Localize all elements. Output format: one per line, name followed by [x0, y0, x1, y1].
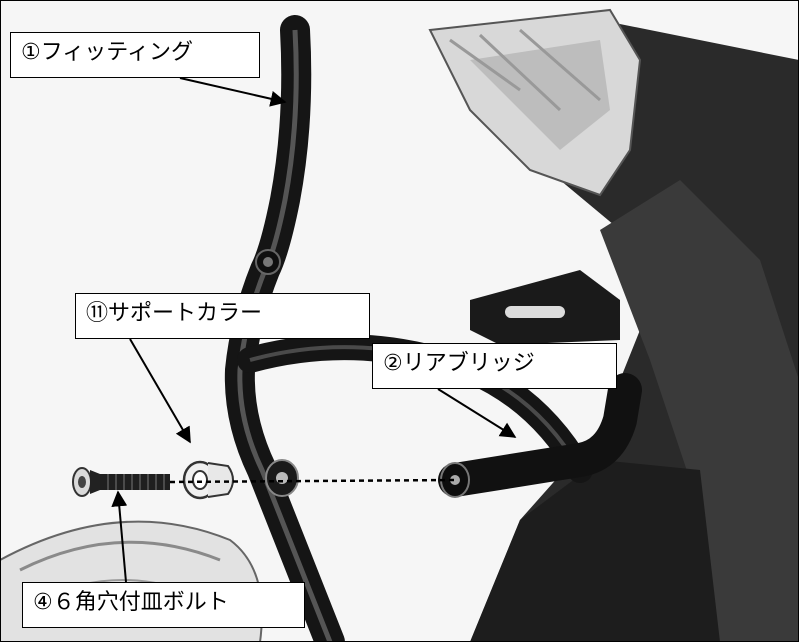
- callout-rear-bridge: ②リアブリッジ: [372, 343, 617, 389]
- assembly-line: [169, 478, 456, 484]
- rear-bridge: [438, 373, 642, 497]
- tail-cowl-highlight: [600, 180, 799, 642]
- leader-support-collar: [129, 338, 191, 444]
- bracket-slot: [505, 306, 565, 318]
- callout-bolt: ④６角穴付皿ボルト: [22, 582, 305, 628]
- countersunk-bolt: [72, 467, 170, 497]
- support-collar: [182, 460, 234, 500]
- rear-fender-lower: [470, 460, 720, 642]
- leader-bolt: [111, 490, 128, 583]
- callout-fitting: ①フィッティング: [10, 32, 260, 78]
- leader-fitting: [179, 77, 287, 107]
- leader-rear-bridge: [437, 388, 517, 438]
- callout-support-collar: ⑪サポートカラー: [75, 293, 370, 339]
